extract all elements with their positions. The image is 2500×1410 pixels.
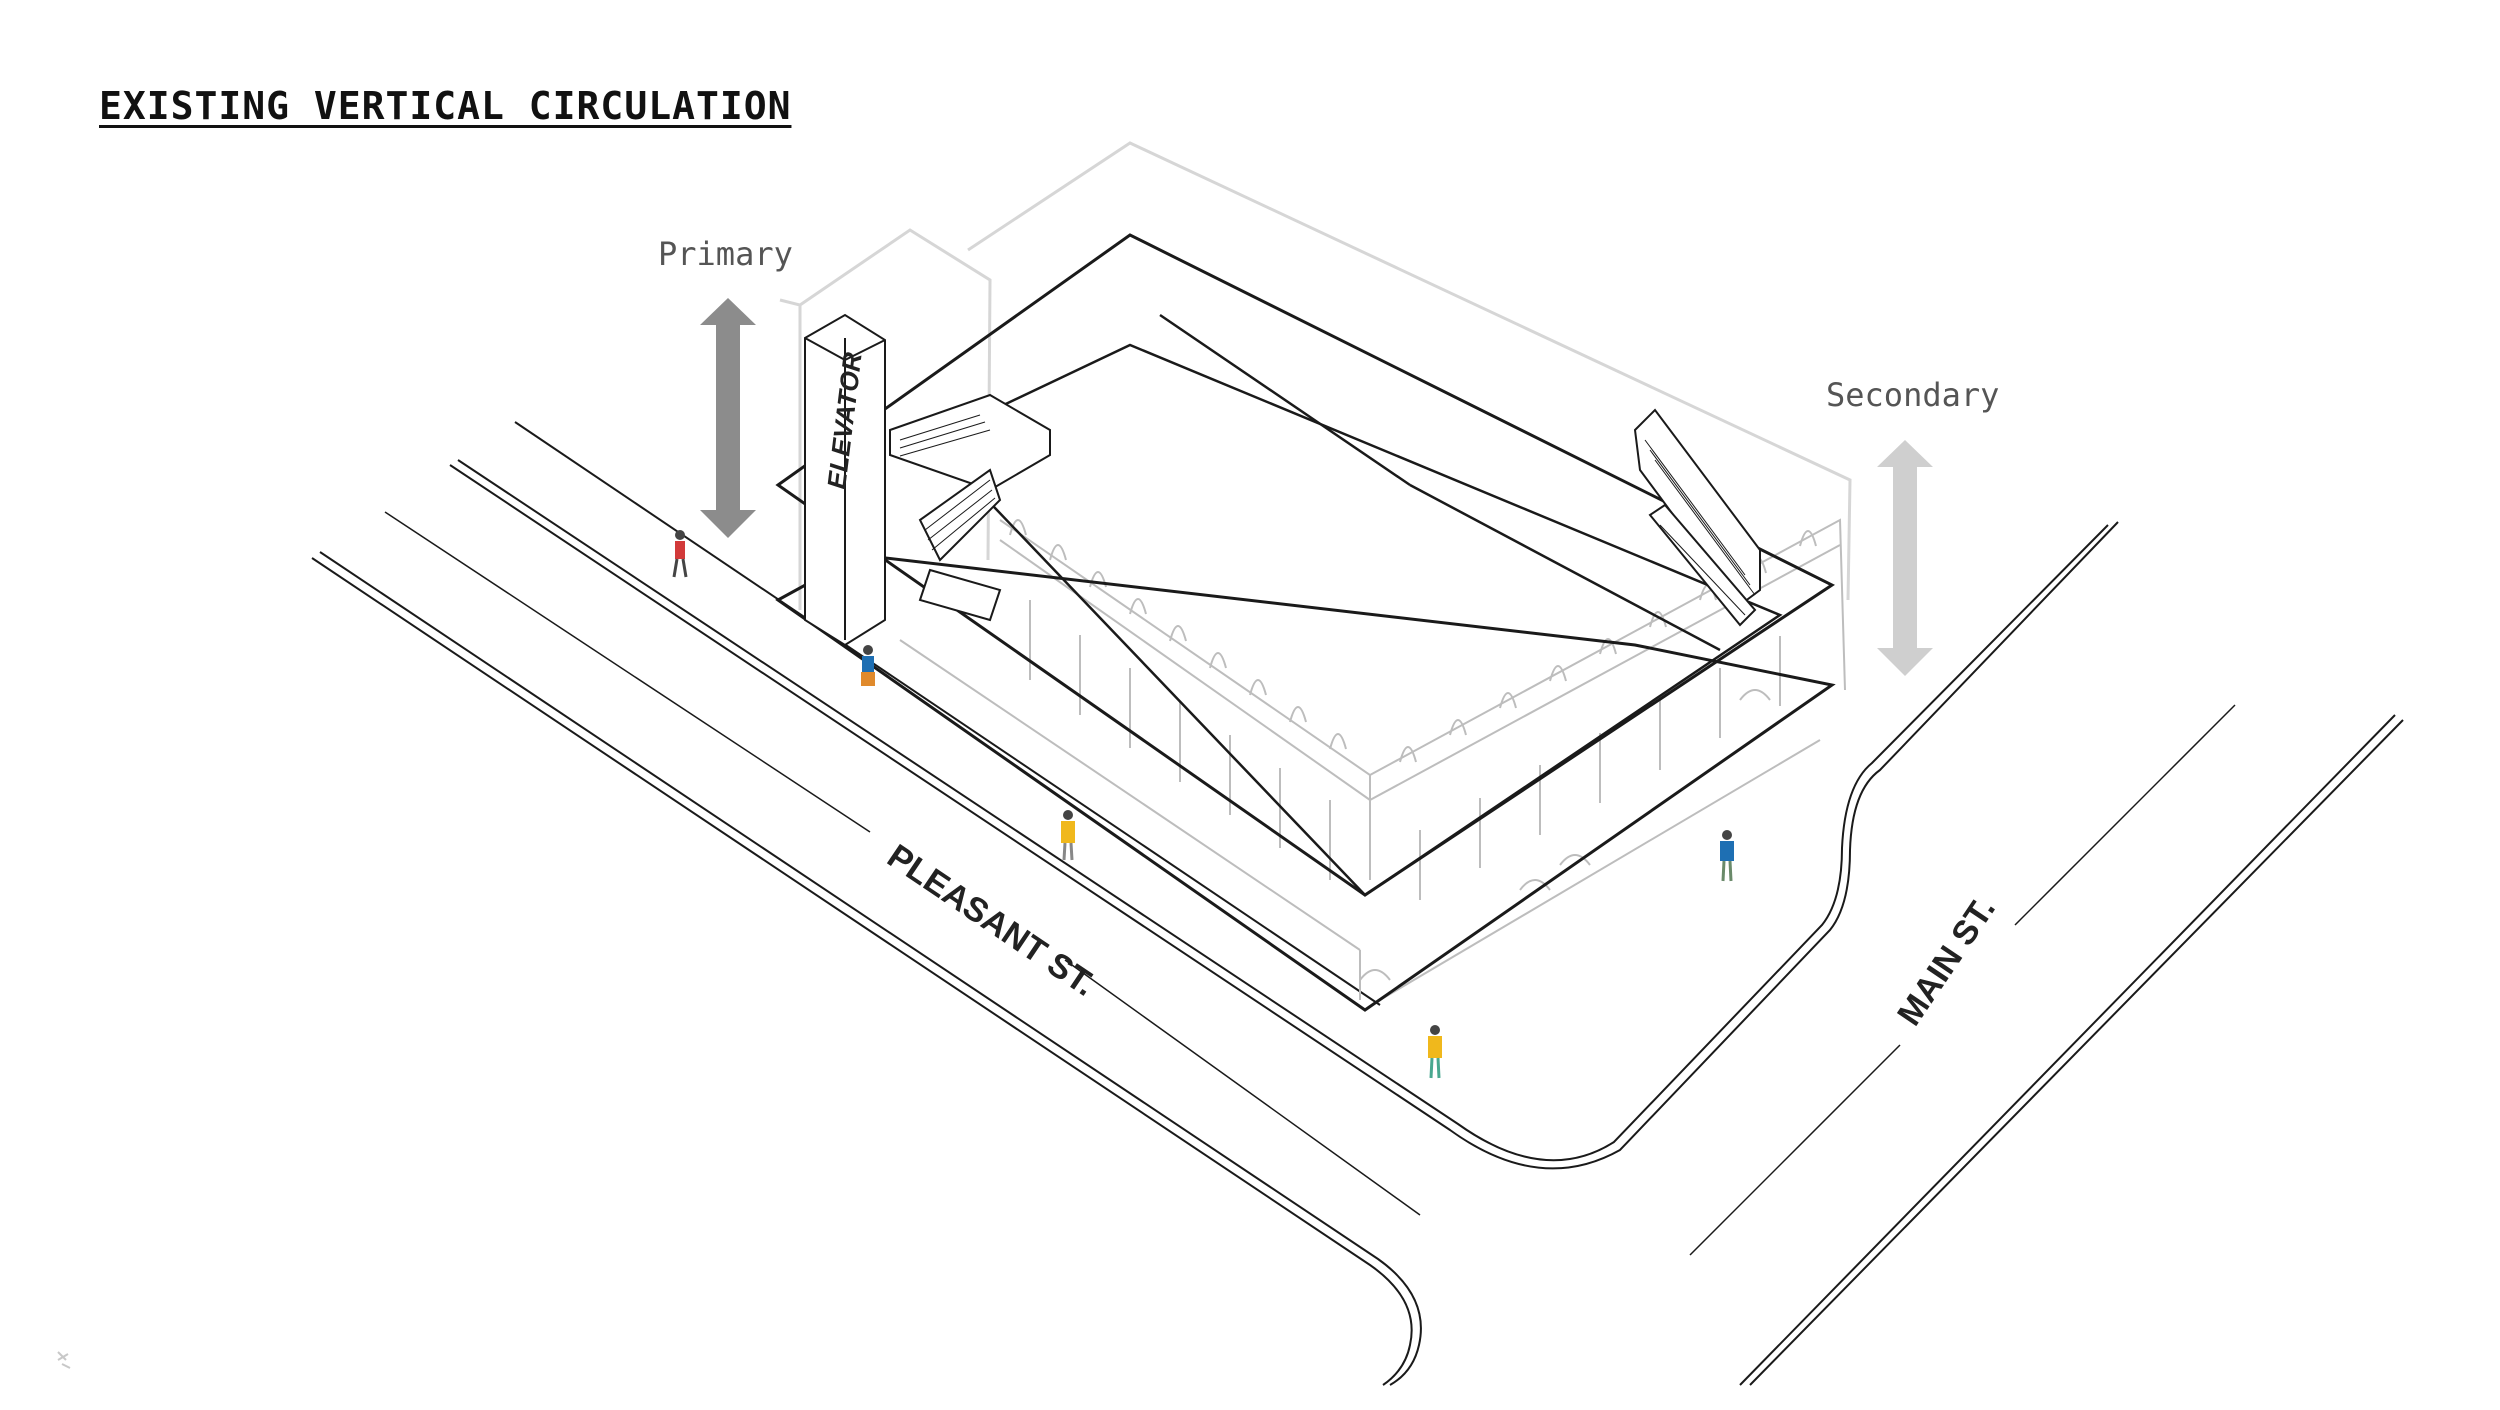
secondary-label: Secondary [1826,376,1999,414]
pedestrian-blue-orange [861,645,875,686]
main-st-label: MAIN ST. [1890,891,2003,1033]
primary-arrow [700,298,756,538]
pedestrian-blue [1720,830,1734,882]
pleasant-st-label: PLEASANT ST. [881,837,1103,1004]
page-title: EXISTING VERTICAL CIRCULATION [99,84,792,128]
primary-stair-elevator [804,313,1051,647]
upper-floor-outline [775,233,1835,897]
primary-label: Primary [658,235,793,273]
building-facade [899,518,1846,1001]
pedestrian-red [672,530,688,578]
ground-floor-outline [775,553,1836,1012]
streets [311,421,2404,1386]
corner-mark-icon [57,1351,71,1369]
pleasant-st-curb-outer [311,557,1413,1386]
main-st-centerline [1689,1044,1901,1256]
secondary-stair [1633,408,1761,627]
pedestrian-yellow-1 [1061,810,1075,861]
upper-floor-inner [927,343,1783,897]
secondary-arrow [1877,440,1933,676]
pleasant-st-centerline [384,511,871,833]
pedestrian-figures [672,530,1734,1079]
main-st-curb-far [1739,714,2396,1386]
pedestrian-yellow-2 [1428,1025,1442,1079]
